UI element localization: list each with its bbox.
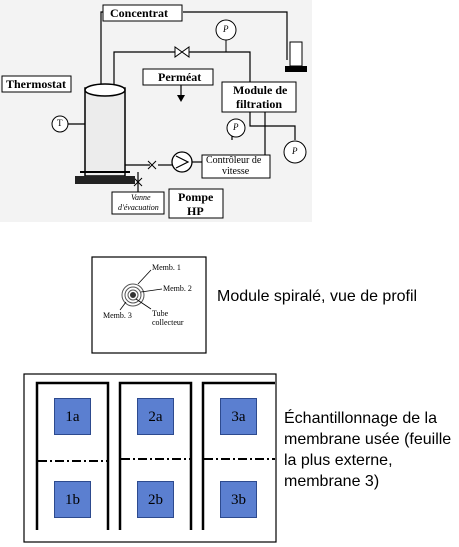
right-instrument-icon: [285, 41, 307, 72]
spiral-caption: Module spiralé, vue de profil: [217, 288, 418, 305]
memb1-label: Memb. 1: [152, 263, 181, 272]
pompe-box: [168, 188, 224, 219]
sample-cell-1a: 1a: [54, 398, 91, 435]
temperature-gauge-icon: [51, 115, 69, 133]
sampling-caption-line-3: la plus externe,: [284, 452, 393, 469]
pressure-symbol-1: P: [223, 24, 229, 34]
thermostat-label: Thermostat: [6, 77, 66, 91]
concentrat-box: [102, 4, 183, 22]
module-filtration-box: [221, 81, 297, 113]
module-filtration-label-2: filtration: [236, 97, 282, 111]
controleur-box: [201, 154, 271, 179]
sheet-outlines: [35, 381, 275, 530]
vanne-label-2: d'évacuation: [118, 203, 159, 212]
spiral-leader-lines: [119, 269, 163, 311]
vanne-box: [111, 191, 165, 215]
cut-lines: [38, 458, 275, 462]
memb3-label: Memb. 3: [103, 311, 132, 320]
top-valve-icon: [174, 46, 190, 58]
spiral-icon: [121, 283, 145, 307]
sample-cell-2a: 2a: [137, 398, 174, 435]
pump-icon: [171, 151, 193, 173]
tank-icon: [75, 83, 135, 184]
sample-cell-3a: 3a: [220, 398, 257, 435]
pompe-label-1: Pompe: [178, 190, 214, 204]
controleur-label-2: vitesse: [222, 166, 250, 177]
sampling-caption-line-2: membrane usée (feuille: [284, 431, 452, 448]
sampling-caption-line-1: Échantillonnage de la: [284, 410, 438, 427]
sample-cell-3b: 3b: [220, 481, 257, 518]
evacuation-valve-icon: [133, 160, 157, 187]
concentrat-label: Concentrat: [110, 6, 168, 20]
spiral-module-box: [91, 256, 207, 354]
module-filtration-label-1: Module de: [233, 83, 288, 97]
temperature-symbol: T: [57, 118, 63, 128]
permeat-label: Perméat: [158, 70, 202, 84]
vanne-label-1: Vanne: [131, 193, 151, 202]
sample-cell-2b: 2b: [137, 481, 174, 518]
permeate-arrow-icon: [177, 95, 185, 102]
sampling-caption-line-4: membrane 3): [284, 473, 380, 490]
pressure-symbol-3: P: [292, 146, 298, 156]
tube-label-1: Tube: [152, 309, 169, 318]
tube-label-2: collecteur: [152, 318, 184, 327]
controleur-label-1: Contrôleur de: [206, 155, 262, 166]
permeat-box: [142, 68, 214, 86]
pressure-gauge-2-icon: [226, 118, 246, 138]
pressure-symbol-2: P: [233, 122, 239, 132]
sampling-caption: Échantillonnage de la membrane usée (feu…: [284, 408, 451, 492]
pressure-gauge-3-icon: [283, 140, 307, 164]
memb2-label: Memb. 2: [163, 284, 192, 293]
pompe-label-2: HP: [187, 204, 204, 218]
thermostat-box: [1, 75, 72, 93]
sample-cell-1b: 1b: [54, 481, 91, 518]
